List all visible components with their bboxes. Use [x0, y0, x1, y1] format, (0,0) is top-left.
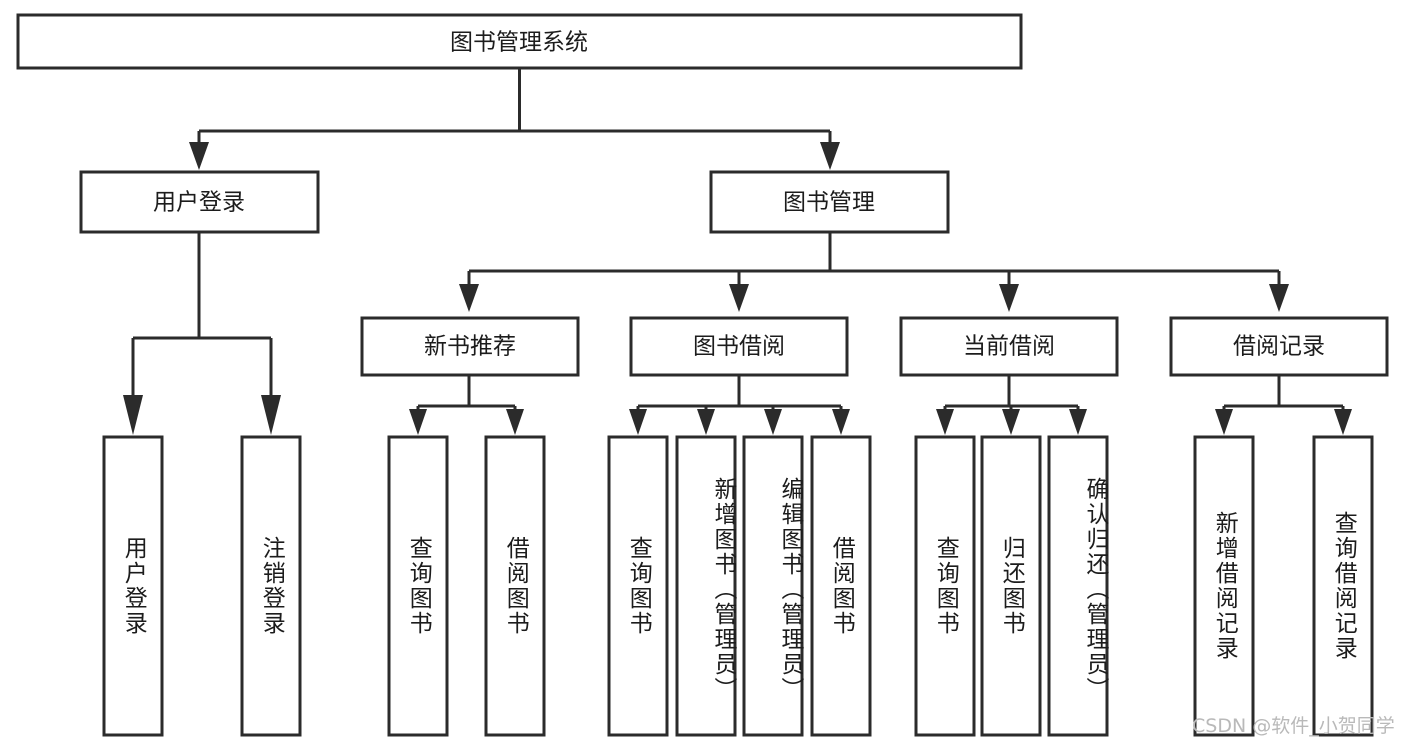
arrow-head-current-borrow — [999, 284, 1019, 312]
node-rects — [16, 13, 1389, 737]
leaf-logout[interactable] — [240, 435, 302, 737]
node-new-book-recommend[interactable] — [360, 316, 580, 377]
leaf-user-login[interactable] — [102, 435, 164, 737]
arrow-head-cb-leaf-2 — [1002, 409, 1020, 435]
watermark: CSDN @软件_小贺同学 — [1192, 715, 1395, 737]
arrow-head-book-borrow — [729, 284, 749, 312]
leaf-bb-borrow-book[interactable] — [810, 435, 872, 737]
label-book-management: 图书管理 — [783, 190, 875, 216]
leaf-nb-borrow-book[interactable] — [484, 435, 546, 737]
connectors — [123, 68, 1352, 435]
leaf-nb-query-book[interactable] — [387, 435, 449, 737]
node-book-borrow[interactable] — [629, 316, 849, 377]
label-root: 图书管理系统 — [450, 30, 588, 56]
arrow-head-book-mgmt — [820, 142, 840, 170]
horizontal-labels: 图书管理系统 用户登录 图书管理 新书推荐 图书借阅 当前借阅 借阅记录 — [153, 30, 1325, 360]
node-current-borrow[interactable] — [899, 316, 1119, 377]
arrow-head-nb-leaf-1 — [409, 409, 427, 435]
leaf-cb-confirm-return[interactable] — [1047, 435, 1109, 737]
label-current-borrow: 当前借阅 — [963, 334, 1055, 360]
arrow-head-leaf-logout — [261, 395, 281, 435]
arrow-head-cb-leaf-3 — [1069, 409, 1087, 435]
arrow-head-cb-leaf-1 — [936, 409, 954, 435]
label-borrow-record: 借阅记录 — [1233, 334, 1325, 360]
arrow-head-br-leaf-2 — [1334, 409, 1352, 435]
leaf-br-query-record[interactable] — [1312, 435, 1374, 737]
leaf-bb-edit-book[interactable] — [742, 435, 804, 737]
arrow-head-bb-leaf-4 — [832, 409, 850, 435]
node-borrow-record[interactable] — [1169, 316, 1389, 377]
arrow-head-nb-leaf-2 — [506, 409, 524, 435]
leaf-cb-return-book[interactable] — [980, 435, 1042, 737]
label-new-book-recommend: 新书推荐 — [424, 334, 516, 360]
arrow-head-bb-leaf-2 — [697, 409, 715, 435]
node-user-login[interactable] — [79, 170, 320, 234]
arrow-head-bb-leaf-1 — [629, 409, 647, 435]
arrow-head-user-login — [189, 142, 209, 170]
arrow-head-borrow-record — [1269, 284, 1289, 312]
node-book-management[interactable] — [709, 170, 950, 234]
arrow-head-new-book — [459, 284, 479, 312]
arrow-head-leaf-user-login — [123, 395, 143, 435]
label-user-login: 用户登录 — [153, 190, 245, 216]
arrow-head-bb-leaf-3 — [764, 409, 782, 435]
leaf-br-add-record[interactable] — [1193, 435, 1255, 737]
arrow-head-br-leaf-1 — [1215, 409, 1233, 435]
node-root[interactable] — [16, 13, 1023, 70]
leaf-bb-add-book[interactable] — [675, 435, 737, 737]
leaf-bb-query-book[interactable] — [607, 435, 669, 737]
label-book-borrow: 图书借阅 — [693, 334, 785, 360]
leaf-cb-query-book[interactable] — [914, 435, 976, 737]
